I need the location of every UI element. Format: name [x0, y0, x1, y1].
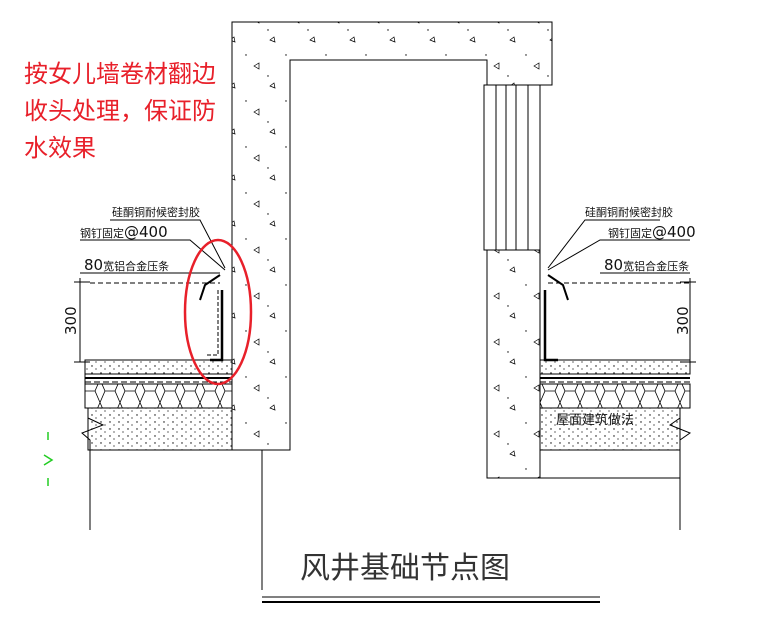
- left-strip-label: 80宽铝合金压条: [84, 256, 169, 274]
- right-dimension: 300: [674, 306, 692, 335]
- drawing-title: 风井基础节点图: [300, 551, 510, 586]
- roof-method-label: 屋面建筑做法: [556, 412, 634, 428]
- highlight-circle: [183, 238, 253, 386]
- right-wall: [486, 249, 541, 479]
- right-sealant-label: 硅酮铜耐候密封胶: [585, 205, 673, 219]
- left-roof-buildup: [81, 274, 233, 530]
- left-dimension: 300: [62, 306, 80, 335]
- right-strip-label: 80宽铝合金压条: [604, 256, 689, 274]
- left-sealant-label: 硅酮铜耐候密封胶: [112, 205, 200, 219]
- louver: [483, 84, 541, 251]
- red-annotation: 按女儿墙卷材翻边收头处理，保证防水效果: [24, 60, 216, 162]
- right-roof-buildup: [539, 274, 692, 530]
- right-nail-label: 钢钉固定@400: [608, 223, 696, 241]
- left-nail-label: 钢钉固定@400: [80, 223, 168, 241]
- level-mark: [43, 432, 54, 486]
